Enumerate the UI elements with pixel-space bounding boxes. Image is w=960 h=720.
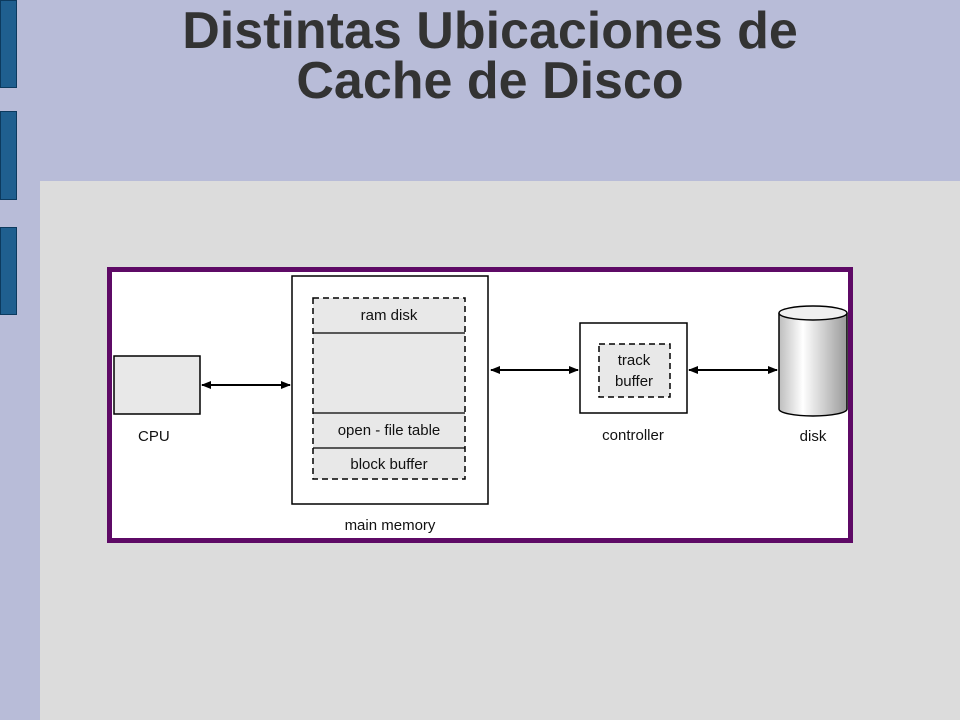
disk-label: disk bbox=[800, 428, 827, 445]
side-bar-3 bbox=[0, 227, 17, 315]
main-memory-label: main memory bbox=[345, 517, 436, 534]
ram-disk-label: ram disk bbox=[361, 307, 418, 324]
track-buffer-box bbox=[598, 343, 671, 398]
controller-label: controller bbox=[602, 427, 664, 444]
side-bar-1 bbox=[0, 0, 17, 88]
cache-locations-diagram: CPU ram disk open - file table block buf… bbox=[113, 275, 848, 534]
title-line-1: Distintas Ubicaciones de bbox=[182, 2, 798, 60]
disk-cylinder-icon bbox=[778, 305, 848, 417]
cpu-box bbox=[113, 355, 201, 415]
track-buffer-label-line-1: track bbox=[618, 352, 651, 369]
side-bar-2 bbox=[0, 111, 17, 200]
cpu-label: CPU bbox=[138, 428, 170, 445]
open-file-table-label: open - file table bbox=[338, 422, 441, 439]
track-buffer-label-line-2: buffer bbox=[615, 373, 653, 390]
block-buffer-label: block buffer bbox=[350, 456, 427, 473]
title-line-2: Cache de Disco bbox=[296, 52, 684, 110]
main-memory-cache-region bbox=[312, 297, 466, 480]
slide-title: Distintas Ubicaciones de Cache de Disco bbox=[20, 2, 960, 110]
diagram-frame: CPU ram disk open - file table block buf… bbox=[107, 267, 853, 543]
